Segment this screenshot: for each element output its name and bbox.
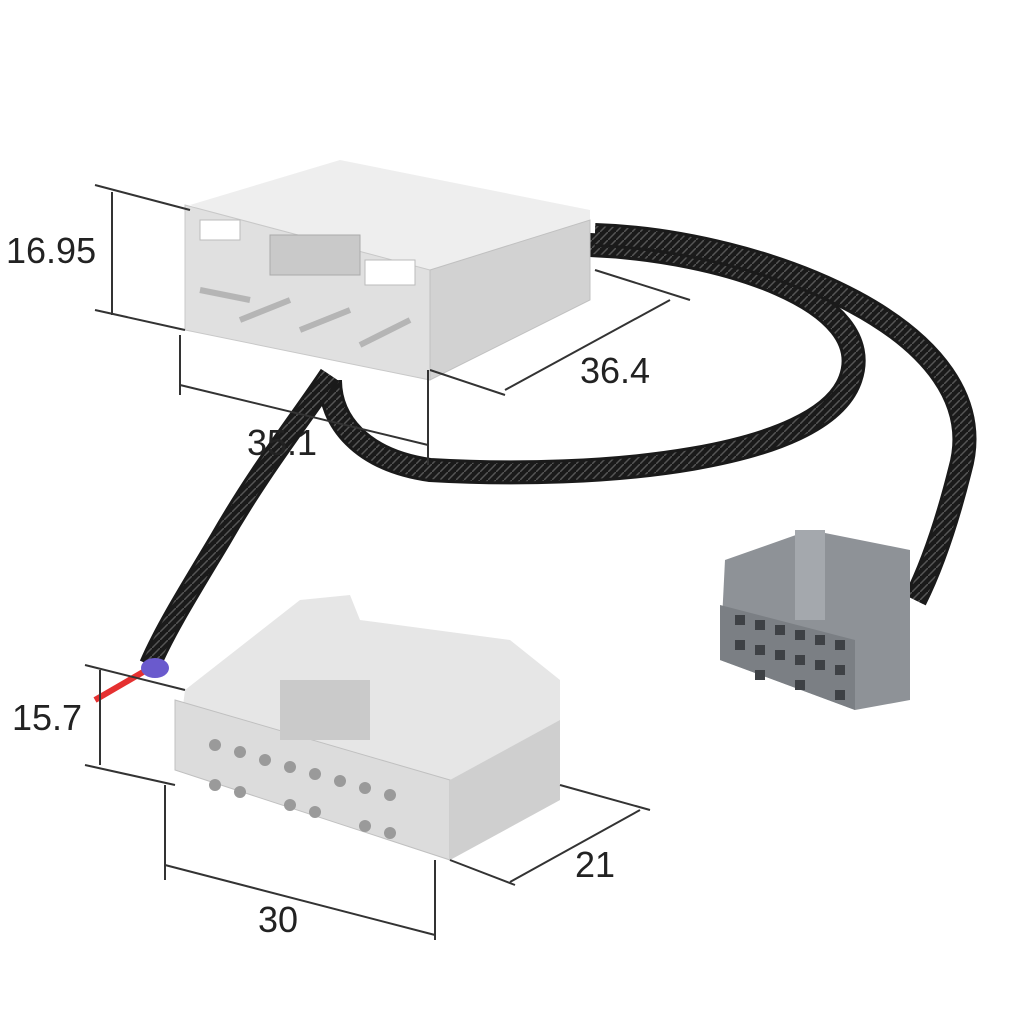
red-wire [93, 665, 152, 703]
dim-bottom-depth: 21 [575, 844, 615, 885]
dim-bottom-width: 30 [258, 899, 298, 940]
dimension-lines [84, 184, 691, 940]
dim-top-depth: 36.4 [580, 350, 650, 391]
bottom-connector [174, 595, 560, 861]
top-connector [184, 160, 591, 381]
dim-top-width: 35.1 [247, 422, 317, 463]
dim-bottom-height: 15.7 [12, 697, 82, 738]
braided-cable-loop [318, 223, 977, 606]
wire-end-cap [141, 658, 169, 678]
dim-top-height: 16.95 [6, 230, 96, 271]
gray-connector [720, 530, 910, 710]
